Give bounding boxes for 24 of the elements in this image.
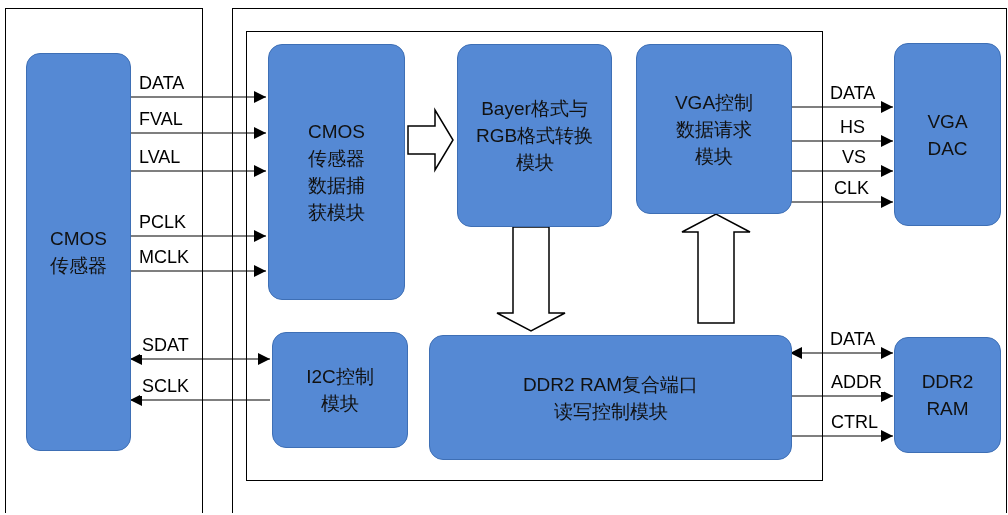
system-box	[246, 31, 823, 481]
process-box: VGA控制数据请求模块	[636, 44, 792, 214]
block-arrow	[681, 213, 751, 324]
process-box: Bayer格式与RGB格式转换模块	[457, 44, 612, 227]
module-frame	[5, 8, 203, 513]
arrow	[129, 230, 267, 242]
edge-label: ADDR	[829, 372, 884, 392]
block-arrow	[407, 107, 454, 173]
process-box: DDR2 RAM复合端口读写控制模块	[429, 335, 792, 460]
sensor-box: CMOS 传感器	[26, 53, 131, 451]
process-box: CMOS 传感器数据捕获模块	[268, 44, 405, 300]
arrow	[129, 165, 267, 177]
arrow	[129, 91, 267, 103]
process-box: I2C控制模块	[272, 332, 408, 448]
block-arrow	[496, 226, 566, 332]
device-box: DDR2 RAM	[894, 337, 1001, 453]
arrow	[129, 353, 271, 365]
edge-label: SDAT	[140, 335, 191, 355]
arrow	[129, 394, 271, 406]
chip-frame	[232, 8, 1007, 513]
device-box: VGA DAC	[894, 43, 1001, 226]
arrow	[129, 127, 267, 139]
arrow	[129, 265, 267, 277]
edge-label: SCLK	[140, 376, 192, 396]
